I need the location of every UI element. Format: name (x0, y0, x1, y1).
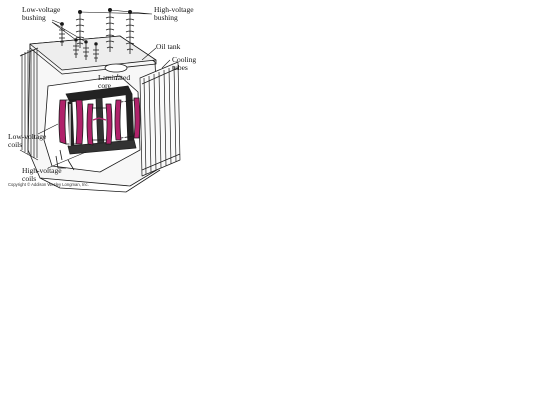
label-low-voltage-coils: Low-voltage coils (8, 132, 47, 149)
label-high-voltage-bushing: High-voltage bushing (154, 5, 194, 22)
lid-opening (104, 63, 128, 73)
cooling-tubes (139, 61, 181, 177)
coil-set-middle (86, 103, 113, 146)
label-cooling-tubes: Cooling tubes (172, 55, 197, 72)
transformer-drawing (19, 7, 181, 193)
tank-lid-edge (29, 44, 157, 75)
coil-set-right (114, 97, 141, 141)
transformer-diagram: Low-voltage bushing High-voltage bushing… (0, 0, 230, 200)
label-low-voltage-bushing: Low-voltage bushing (22, 5, 61, 22)
laminated-core (65, 85, 137, 155)
label-high-voltage-coils: High-voltage coils (22, 166, 62, 183)
left-cooling-fins (19, 47, 39, 161)
label-oil-tank: Oil tank (156, 42, 181, 51)
tank-base (39, 169, 161, 193)
coil-set-left (58, 99, 84, 145)
copyright-notice: Copyright © Addison Wesley Longman, Inc. (8, 182, 89, 187)
leader-lines (37, 9, 171, 169)
label-laminated-core: Laminated core (98, 73, 131, 90)
